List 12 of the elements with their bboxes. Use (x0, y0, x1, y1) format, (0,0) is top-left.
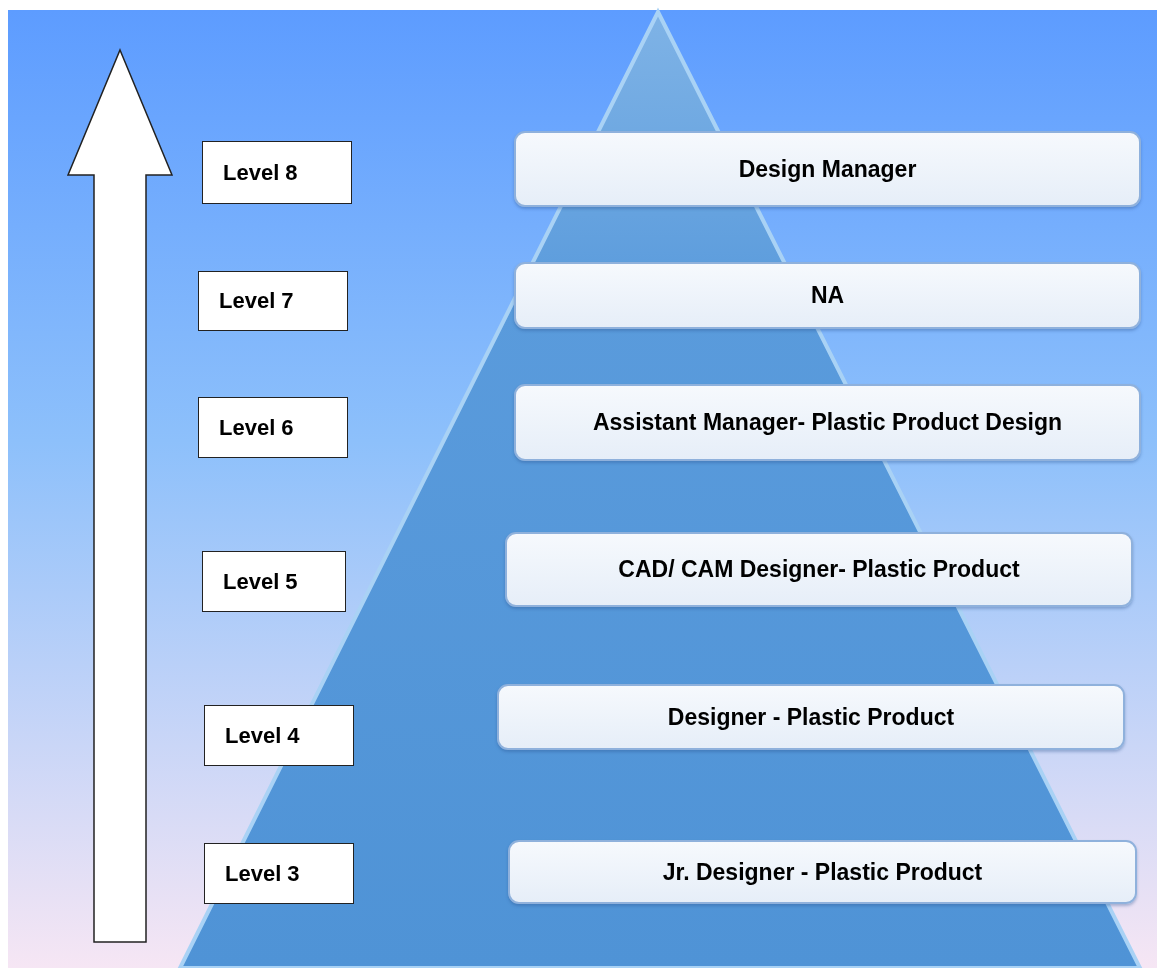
level-label: Level 4 (204, 705, 354, 766)
level-label: Level 6 (198, 397, 348, 458)
level-label: Level 7 (198, 271, 348, 331)
job-role-box: NA (514, 262, 1141, 329)
level-label: Level 3 (204, 843, 354, 904)
job-role-box: Designer - Plastic Product (497, 684, 1125, 750)
level-label: Level 5 (202, 551, 346, 612)
job-role-box: Assistant Manager- Plastic Product Design (514, 384, 1141, 461)
job-role-box: CAD/ CAM Designer- Plastic Product (505, 532, 1133, 607)
level-label: Level 8 (202, 141, 352, 204)
job-role-box: Jr. Designer - Plastic Product (508, 840, 1137, 904)
job-role-box: Design Manager (514, 131, 1141, 207)
